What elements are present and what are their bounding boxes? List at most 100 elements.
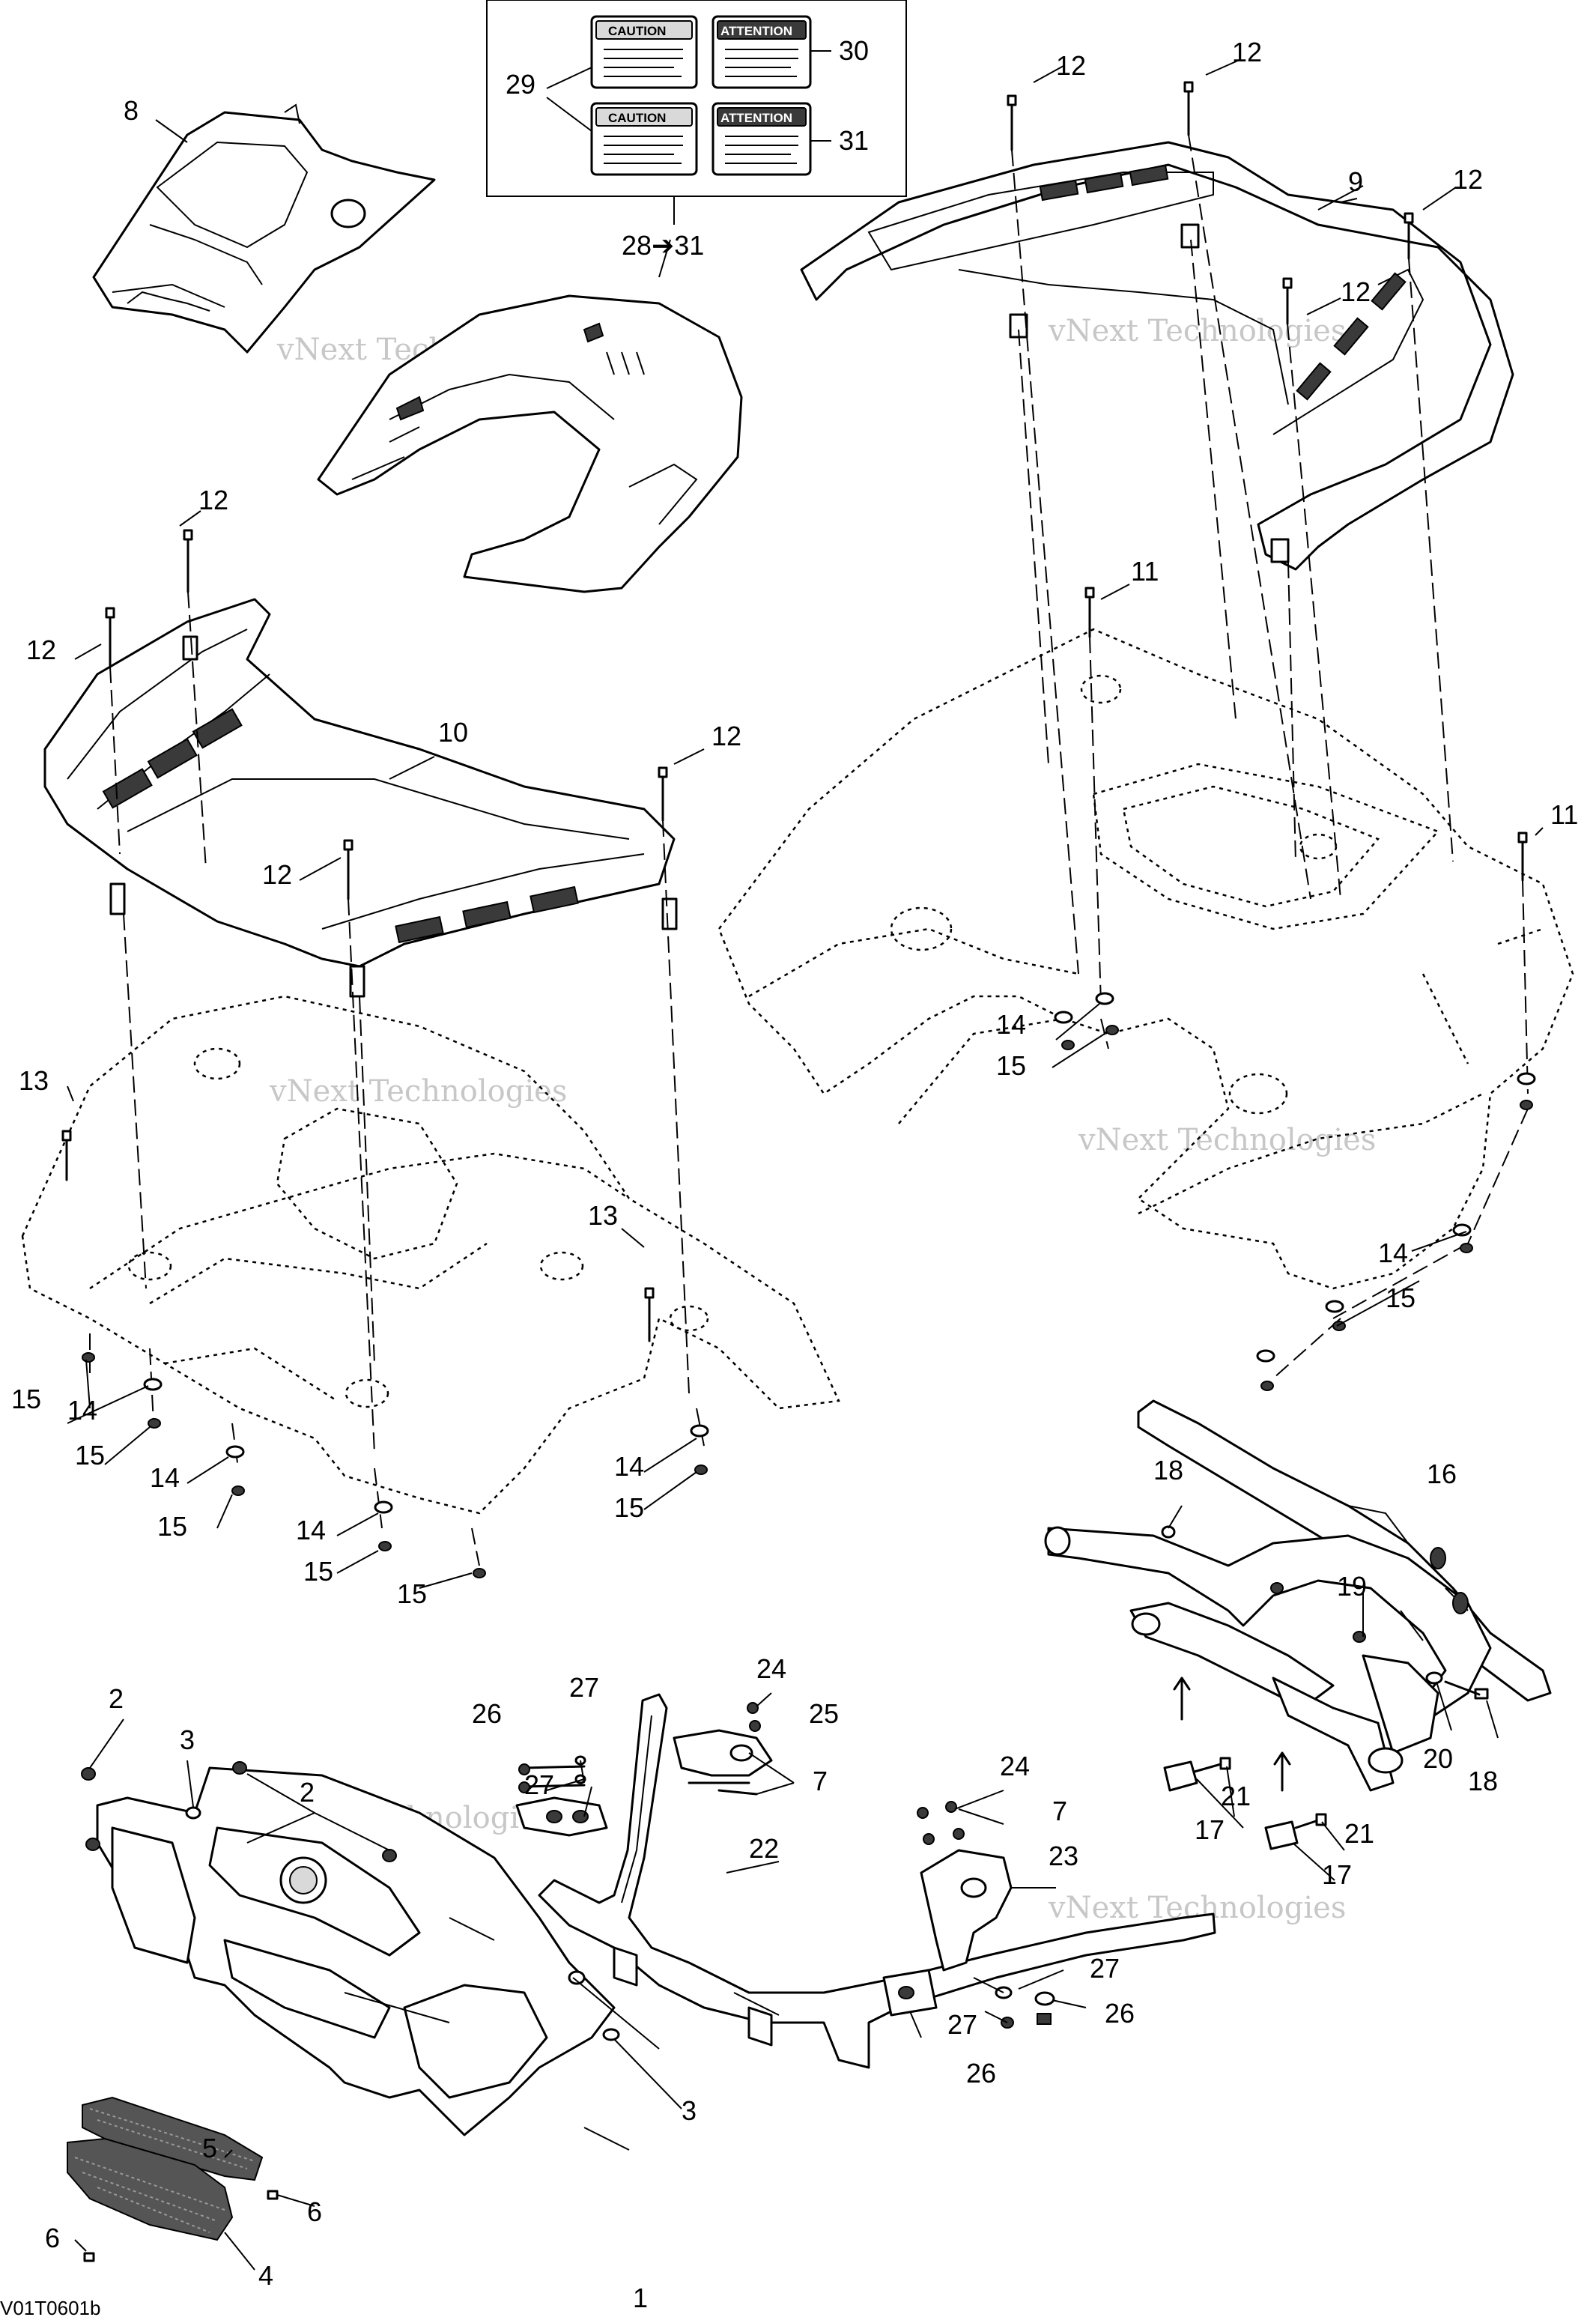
callout-7b: 7 [1052,1796,1067,1826]
callout-23: 23 [1049,1841,1078,1871]
nut-icon [694,1465,708,1475]
callout-4: 4 [258,2260,273,2291]
callout-12d: 12 [1341,276,1371,307]
callout-15b: 15 [1386,1282,1416,1313]
svg-text:CAUTION: CAUTION [608,111,666,125]
nut-icon [1520,1100,1533,1110]
callout-29: 29 [506,69,535,100]
callout-13b: 13 [588,1200,618,1231]
part-8-front-cover [92,103,436,354]
callout-5: 5 [202,2133,217,2163]
washer-icon [1095,992,1114,1005]
callout-21b: 21 [1344,1818,1374,1849]
part-5-grille-insert [82,2096,264,2181]
callout-11b: 11 [1550,799,1578,830]
callout-12h: 12 [262,859,292,890]
callout-2: 2 [109,1683,124,1714]
callout-9: 9 [1348,166,1363,197]
svg-text:CAUTION: CAUTION [608,24,666,38]
washer-icon [143,1378,163,1391]
callout-26c: 26 [966,2058,996,2089]
callout-26: 26 [472,1698,502,1729]
front-fender-phantom [21,995,840,1515]
callout-1: 1 [633,2283,648,2313]
bolt-icon [1282,277,1293,325]
callout-12a: 12 [1056,50,1086,81]
washer-icon [1256,1349,1275,1363]
nut-icon [1460,1243,1473,1253]
callout-8: 8 [124,95,139,126]
figure-code: V01T0601b [0,2297,100,2319]
callout-27: 27 [569,1672,599,1703]
callout-27c: 27 [1090,1953,1120,1984]
callout-24: 24 [756,1653,786,1684]
callout-3b: 3 [682,2095,697,2126]
callout-10: 10 [438,717,468,748]
callout-12g: 12 [711,721,741,751]
leader-lines [67,59,1544,2271]
callout-12b: 12 [1232,37,1262,67]
svg-text:ATTENTION: ATTENTION [720,24,792,38]
callout-14e: 14 [296,1515,326,1545]
watermarks: vNext Technologies vNext Technologies vN… [254,314,1376,1925]
washer-icon [374,1500,393,1514]
bolt-icon [61,1130,72,1181]
callout-11: 11 [1131,556,1159,587]
fasteners-2-3-6 [81,1761,620,2262]
bolt-icon [105,607,115,668]
bolt-icon [1084,587,1095,638]
washer-icon [225,1445,245,1459]
hardware-17-21 [1161,1525,1489,1850]
callout-15c: 15 [11,1384,41,1414]
decal-caution-2: CAUTION [590,102,698,176]
callout-6b: 6 [45,2223,60,2253]
callout-17: 17 [1195,1814,1225,1845]
callout-13: 13 [19,1065,49,1096]
part-10-front-rack [43,598,678,998]
washer-icon [1517,1072,1536,1085]
svg-text:ATTENTION: ATTENTION [720,111,792,125]
nut-icon [82,1352,95,1363]
callout-14a: 14 [996,1009,1026,1040]
watermark-2: vNext Technologies [1048,314,1346,348]
part-23-bracket [917,1801,1055,2029]
callout-12f: 12 [26,634,56,665]
part-4-grille-insert [67,2137,234,2241]
callout-14b: 14 [1378,1238,1408,1268]
callout-6: 6 [307,2196,322,2227]
decal-caution-1: CAUTION [590,15,698,89]
bolt-icon [183,529,193,593]
nut-icon [473,1568,486,1578]
bolt-icon [658,766,668,822]
callout-18: 18 [1153,1455,1183,1485]
callout-28-31: 28➔31 [622,230,704,261]
part-cover-28-31 [317,294,743,593]
callout-22: 22 [749,1833,779,1864]
watermark-3: vNext Technologies [269,1074,567,1109]
callout-27b: 27 [524,1769,554,1800]
bolt-icon [1517,832,1528,882]
callout-7: 7 [813,1766,828,1796]
callout-26b: 26 [1105,1998,1135,2029]
bolt-icon [1007,94,1017,151]
callout-20: 20 [1423,1743,1453,1774]
callout-14d: 14 [150,1462,180,1493]
callout-12e: 12 [198,485,228,515]
nut-icon [1061,1040,1075,1050]
callout-19: 19 [1337,1571,1367,1602]
callout-14c: 14 [67,1395,97,1426]
callout-14f: 14 [614,1451,644,1482]
callout-24b: 24 [1000,1751,1030,1781]
part-22-front-frame [515,1693,1216,2069]
bolt-icon [1404,212,1414,260]
decal-attention-1: ATTENTION [711,15,812,89]
washer-icon [1325,1300,1344,1313]
callout-15e: 15 [157,1511,187,1542]
callout-17b: 17 [1322,1859,1352,1890]
bolt-icon [1183,81,1194,136]
washers-nuts [82,992,1536,1578]
washer-icon [690,1424,709,1438]
callout-21: 21 [1221,1781,1251,1811]
decal-kit-box: CAUTION ATTENTION CAUTION ATTENTION [486,0,907,278]
